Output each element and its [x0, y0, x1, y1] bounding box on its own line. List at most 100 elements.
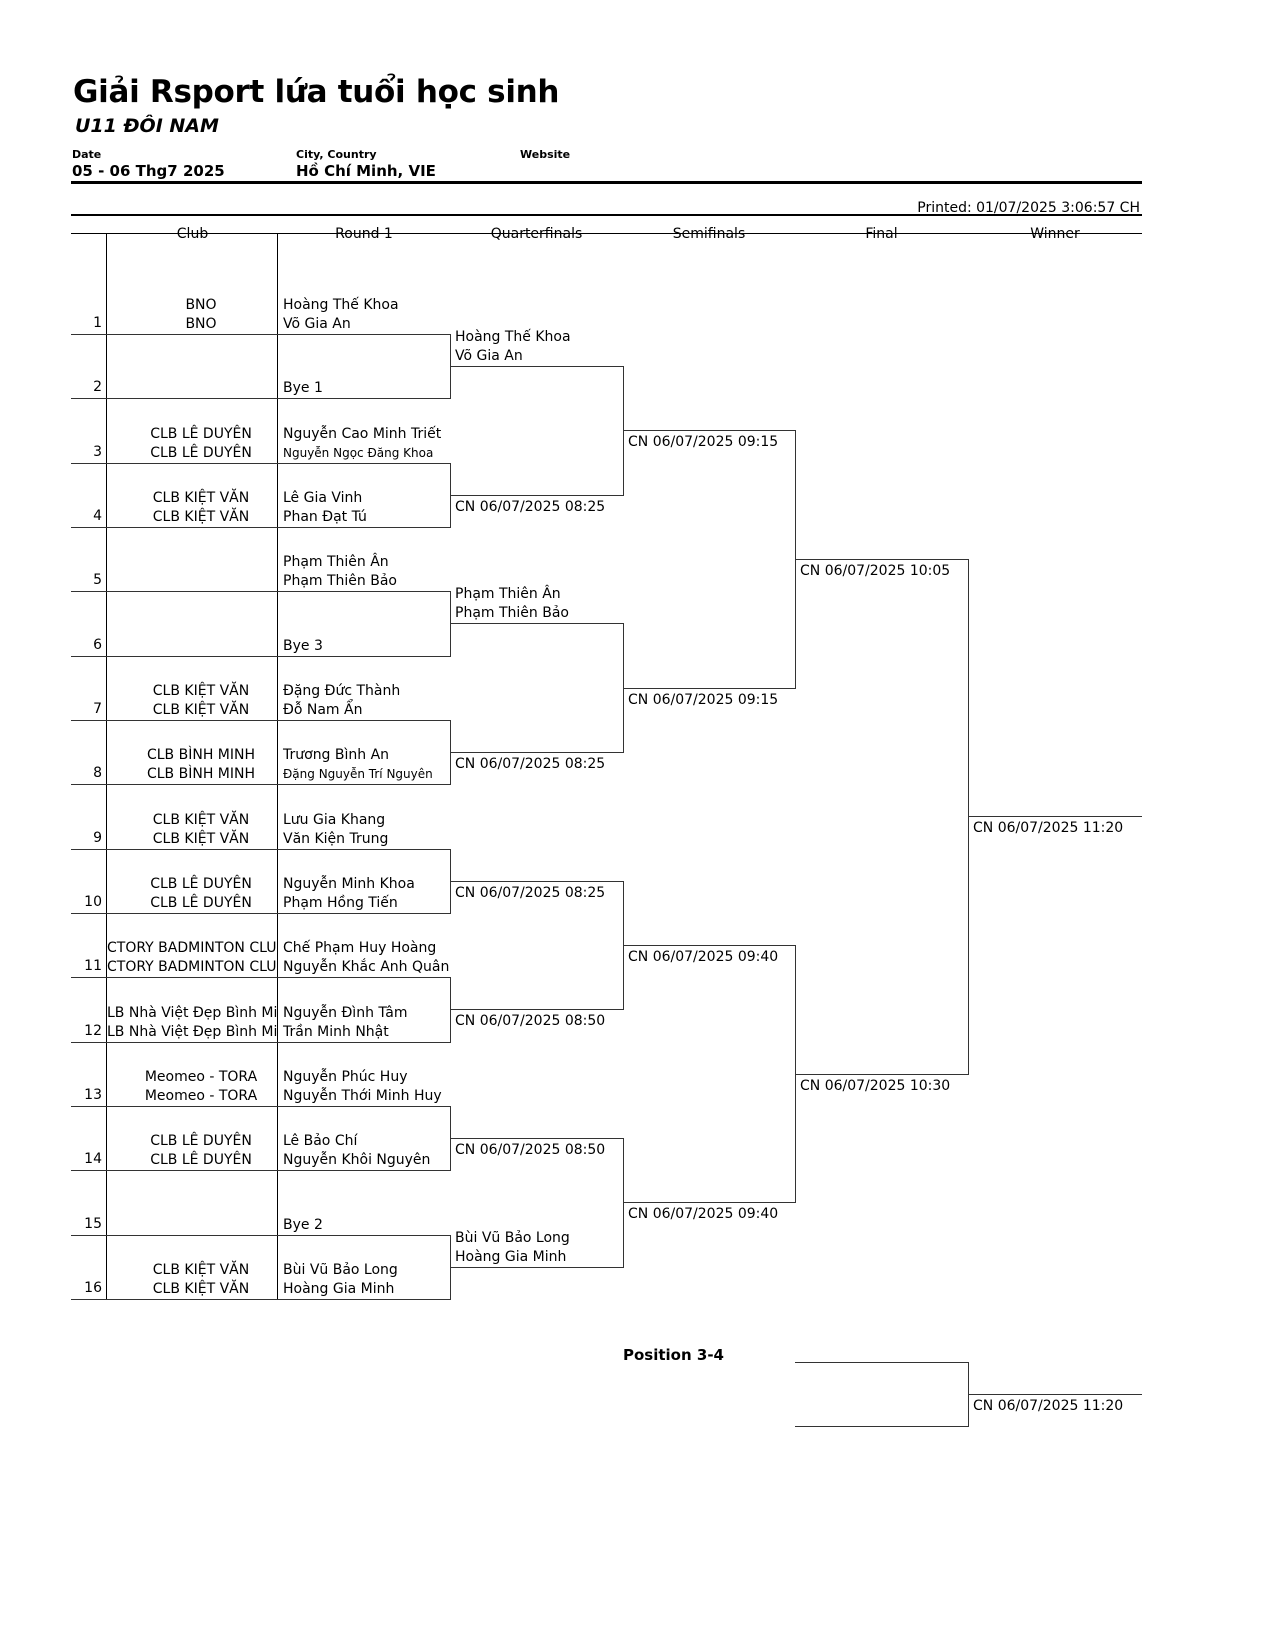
club-name-1: CTORY BADMINTON CLU [107, 940, 277, 957]
player-name-2: Phan Đạt Tú [283, 508, 367, 525]
column-header-final: Final [865, 226, 898, 242]
round1-column-divider [277, 234, 278, 1300]
quarterfinal-line [450, 1138, 624, 1140]
club-name-1: CLB KIỆT VĂN [152, 489, 250, 506]
quarterfinal-line [450, 1009, 624, 1011]
semifinal-time: CN 06/07/2025 09:40 [628, 1206, 779, 1223]
semifinal-line [623, 687, 796, 689]
seed-number: 14 [84, 1151, 102, 1168]
player-name-1: Bùi Vũ Bảo Long [283, 1261, 398, 1278]
player-name-2: Nguyễn Khôi Nguyên [283, 1152, 431, 1169]
semifinal-time: CN 06/07/2025 09:40 [628, 949, 779, 966]
club-name-2: CLB KIỆT VĂN [152, 701, 250, 718]
printed-timestamp: Printed: 01/07/2025 3:06:57 CH [917, 200, 1140, 216]
event-subtitle: U11 ĐÔI NAM [75, 115, 219, 137]
final-time: CN 06/07/2025 10:05 [800, 563, 951, 580]
winner-line [968, 816, 1142, 818]
slot-bottom-line [71, 848, 451, 850]
club-name-2: CLB KIỆT VĂN [152, 830, 250, 847]
quarterfinal-time: CN 06/07/2025 08:25 [455, 498, 606, 515]
club-name-2: CLB LÊ DUYÊN [150, 894, 252, 911]
seed-number: 11 [84, 958, 102, 975]
quarterfinal-winner-1: Phạm Thiên Ân [455, 586, 561, 603]
player-name-2: Bye 3 [283, 637, 323, 654]
slot-bottom-line [71, 1298, 451, 1300]
column-header-top-rule [71, 214, 1142, 216]
club-name-1: CLB KIỆT VĂN [152, 1261, 250, 1278]
slot-bottom-line [71, 1234, 451, 1236]
quarterfinal-time: CN 06/07/2025 08:25 [455, 884, 606, 901]
player-name-2: Văn Kiện Trung [283, 830, 389, 847]
club-name-2: CLB LÊ DUYÊN [150, 444, 252, 461]
player-name-1: Lưu Gia Khang [283, 811, 386, 828]
column-header-quarterfinals: Quarterfinals [490, 226, 583, 242]
quarterfinal-line [450, 1266, 624, 1268]
club-name-2: CLB LÊ DUYÊN [150, 1152, 252, 1169]
club-name-1: CLB BÌNH MINH [146, 747, 256, 764]
slot-bottom-line [71, 977, 451, 979]
position-3-4-line-bottom [795, 1426, 969, 1427]
quarterfinal-winner-1: Hoàng Thế Khoa [455, 329, 571, 346]
player-name-1: Chế Phạm Huy Hoàng [283, 940, 437, 957]
seed-number: 8 [93, 765, 102, 782]
quarterfinal-time: CN 06/07/2025 08:50 [455, 1013, 606, 1030]
seed-number: 1 [93, 315, 102, 331]
player-name-2: Hoàng Gia Minh [283, 1280, 395, 1297]
player-name-2: Bye 1 [283, 380, 323, 397]
club-name-2: Meomeo - TORA [144, 1087, 258, 1104]
position-3-4-result-line [968, 1394, 1142, 1395]
player-name-2: Trần Minh Nhật [283, 1023, 389, 1040]
quarterfinal-line [450, 752, 624, 754]
club-name-1: Meomeo - TORA [144, 1068, 258, 1085]
club-name-1: CLB KIỆT VĂN [152, 682, 250, 699]
slot-bottom-line [71, 912, 451, 914]
player-name-2: Đặng Nguyễn Trí Nguyên [283, 767, 433, 782]
position-3-4-line-top [795, 1362, 969, 1363]
slot-bottom-line [71, 784, 451, 786]
seed-number: 7 [93, 700, 102, 717]
club-name-2: LB Nhà Việt Đẹp Bình Min [107, 1023, 277, 1040]
slot-bottom-line [71, 462, 451, 464]
player-name-1: Lê Bảo Chí [283, 1133, 358, 1150]
player-name-1: Hoàng Thế Khoa [283, 297, 399, 313]
seed-number: 2 [93, 379, 102, 396]
slot-bottom-line [71, 655, 451, 657]
seed-number: 5 [93, 572, 102, 589]
club-name-2: CLB KIỆT VĂN [152, 508, 250, 525]
semifinal-time: CN 06/07/2025 09:15 [628, 434, 779, 451]
player-name-1: Nguyễn Phúc Huy [283, 1068, 408, 1085]
player-name-1: Phạm Thiên Ân [283, 554, 389, 571]
city-label: City, Country [296, 148, 377, 161]
seed-number: 15 [84, 1215, 102, 1232]
position-3-4-time: CN 06/07/2025 11:20 [973, 1398, 1124, 1414]
column-header-winner: Winner [1030, 226, 1080, 242]
club-name-1: BNO [185, 297, 217, 313]
quarterfinal-winner-2: Võ Gia An [455, 348, 523, 365]
club-name-1: CLB LÊ DUYÊN [150, 1133, 252, 1150]
date-label: Date [72, 148, 102, 161]
quarterfinal-line [450, 623, 624, 625]
player-name-2: Bye 2 [283, 1216, 323, 1233]
seed-number: 9 [93, 829, 102, 846]
club-name-1: LB Nhà Việt Đẹp Bình Min [107, 1004, 277, 1021]
slot-bottom-line [71, 719, 451, 721]
quarterfinal-line [450, 366, 624, 368]
semifinal-line [623, 430, 796, 432]
player-name-1: Đặng Đức Thành [283, 682, 401, 699]
final-time: CN 06/07/2025 10:30 [800, 1077, 951, 1094]
slot-bottom-line [71, 526, 451, 528]
player-name-1: Nguyễn Đình Tâm [283, 1004, 408, 1021]
player-name-1: Trương Bình An [283, 747, 390, 764]
player-name-2: Nguyễn Khắc Anh Quân [283, 959, 450, 976]
quarterfinal-time: CN 06/07/2025 08:50 [455, 1142, 606, 1159]
quarterfinal-winner-1: Bùi Vũ Bảo Long [455, 1229, 570, 1246]
club-name-1: CLB LÊ DUYÊN [150, 875, 252, 892]
position-3-4-label: Position 3-4 [623, 1346, 724, 1364]
club-name-2: CLB KIỆT VĂN [152, 1280, 250, 1297]
final-line [795, 559, 969, 561]
seed-number: 4 [93, 507, 102, 524]
quarterfinal-line [450, 880, 624, 882]
seed-number: 16 [84, 1279, 102, 1296]
club-name-2: CLB BÌNH MINH [146, 766, 256, 783]
slot-bottom-line [71, 1105, 451, 1107]
